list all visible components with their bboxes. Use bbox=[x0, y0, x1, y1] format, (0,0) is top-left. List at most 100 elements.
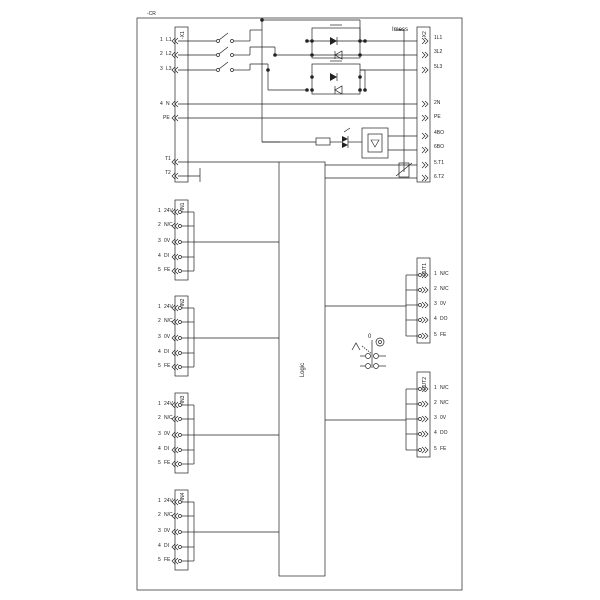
output-2-num-4: 4 bbox=[434, 430, 437, 436]
device-tag: -CR bbox=[147, 11, 156, 17]
output-2-name-5: FE bbox=[440, 446, 447, 452]
input-2-name-5: FE bbox=[164, 363, 171, 369]
n-name: N bbox=[166, 101, 170, 107]
output-2-name-3: 0V bbox=[440, 415, 447, 421]
input-3-name-3: 0V bbox=[164, 431, 171, 437]
input-1-name-1: 24V bbox=[164, 208, 174, 214]
x2-power-labels: 1L1 3L2 5L3 2N PE 4BO 6BO 5.T1 6.T2 bbox=[434, 35, 444, 180]
x2-term-4bo: 4BO bbox=[434, 130, 444, 136]
input-4-name-4: DI bbox=[164, 543, 169, 549]
x1-x2-connectors bbox=[171, 37, 429, 182]
x2-term-3l2: 3L2 bbox=[434, 49, 443, 55]
input-3-name-5: FE bbox=[164, 460, 171, 466]
l1-name: L1 bbox=[166, 37, 172, 43]
input-4-name-5: FE bbox=[164, 557, 171, 563]
input-2-name-2: N/C bbox=[164, 318, 173, 324]
selector-switch[interactable]: 0 bbox=[351, 334, 386, 369]
l2-name: L2 bbox=[166, 51, 172, 57]
input-module-2-label: -IN2 bbox=[180, 298, 186, 308]
input-4-name-1: 24V bbox=[164, 498, 174, 504]
output-1-name-3: 0V bbox=[440, 301, 447, 307]
input-1-name-4: DI bbox=[164, 253, 169, 259]
t1-left: T1 bbox=[165, 156, 171, 162]
output-2-num-2: 2 bbox=[434, 400, 437, 406]
input-module-3-label: -IN3 bbox=[180, 395, 186, 405]
input-3-name-4: DI bbox=[164, 446, 169, 452]
input-1-num-5: 5 bbox=[158, 267, 161, 273]
input-1-num-3: 3 bbox=[158, 238, 161, 244]
input-3-name-1: 24V bbox=[164, 401, 174, 407]
input-4-num-4: 4 bbox=[158, 543, 161, 549]
relay-fuse-block bbox=[262, 127, 417, 179]
strip-x2-label: -X2 bbox=[422, 31, 428, 39]
input-2-num-5: 5 bbox=[158, 363, 161, 369]
x2-term-5l3: 5L3 bbox=[434, 64, 443, 70]
output-1-num-5: 5 bbox=[434, 332, 437, 338]
output-1-name-4: DO bbox=[440, 316, 448, 322]
input-2-name-3: 0V bbox=[164, 334, 171, 340]
output-2-name-2: N/C bbox=[440, 400, 449, 406]
t2-left: T2 bbox=[165, 170, 171, 176]
input-3-num-2: 2 bbox=[158, 415, 161, 421]
input-1-name-2: N/C bbox=[164, 222, 173, 228]
output-1-name-2: N/C bbox=[440, 286, 449, 292]
input-1-num-2: 2 bbox=[158, 222, 161, 228]
input-1-num-4: 4 bbox=[158, 253, 161, 259]
input-2-num-1: 1 bbox=[158, 304, 161, 310]
switch-value: 0 bbox=[368, 334, 372, 340]
strip-x1 bbox=[174, 26, 189, 183]
input-3-num-4: 4 bbox=[158, 446, 161, 452]
output-2-num-3: 3 bbox=[434, 415, 437, 421]
strip-x2 bbox=[416, 26, 431, 183]
input-1-name-5: FE bbox=[164, 267, 171, 273]
logic-label: Logic bbox=[300, 363, 306, 377]
input-1-num-1: 1 bbox=[158, 208, 161, 214]
x2-term-pe: PE bbox=[434, 114, 441, 120]
input-2-name-1: 24V bbox=[164, 304, 174, 310]
x2-term-6bo: 6BO bbox=[434, 144, 444, 150]
thyristor-group-2 bbox=[305, 29, 405, 172]
output-1-num-2: 2 bbox=[434, 286, 437, 292]
input-4-num-1: 1 bbox=[158, 498, 161, 504]
input-2-name-4: DI bbox=[164, 349, 169, 355]
input-4-num-3: 3 bbox=[158, 528, 161, 534]
device-frame bbox=[136, 17, 463, 591]
output-2-name-4: DO bbox=[440, 430, 448, 436]
x2-term-6t2: 6.T2 bbox=[434, 174, 444, 180]
pe-left-label: PE bbox=[163, 115, 170, 121]
input-1-name-3: 0V bbox=[164, 238, 171, 244]
thyristor-group-1 bbox=[305, 24, 367, 60]
input-3-num-5: 5 bbox=[158, 460, 161, 466]
input-module-4-label: -IN4 bbox=[180, 492, 186, 502]
input-2-num-4: 4 bbox=[158, 349, 161, 355]
input-4-name-2: N/C bbox=[164, 512, 173, 518]
l3-num: 3 bbox=[160, 66, 163, 72]
output-2-num-1: 1 bbox=[434, 385, 437, 391]
output-1-num-4: 4 bbox=[434, 316, 437, 322]
x2-term-2n: 2N bbox=[434, 100, 441, 106]
x2-term-1l1: 1L1 bbox=[434, 35, 443, 41]
input-2-num-3: 3 bbox=[158, 334, 161, 340]
l2-num: 2 bbox=[160, 51, 163, 57]
logic-block bbox=[278, 161, 326, 577]
output-1-name-1: N/C bbox=[440, 271, 449, 277]
l3-name: L3 bbox=[166, 66, 172, 72]
input-4-name-3: 0V bbox=[164, 528, 171, 534]
power-wiring bbox=[178, 18, 417, 143]
output-2-name-1: N/C bbox=[440, 385, 449, 391]
input-3-num-1: 1 bbox=[158, 401, 161, 407]
output-1-num-1: 1 bbox=[434, 271, 437, 277]
input-module-1-label: -IN1 bbox=[180, 202, 186, 212]
output-module-1-label: -OUT1 bbox=[422, 263, 428, 278]
output-2-num-5: 5 bbox=[434, 446, 437, 452]
strip-x1-label: -X1 bbox=[180, 31, 186, 39]
